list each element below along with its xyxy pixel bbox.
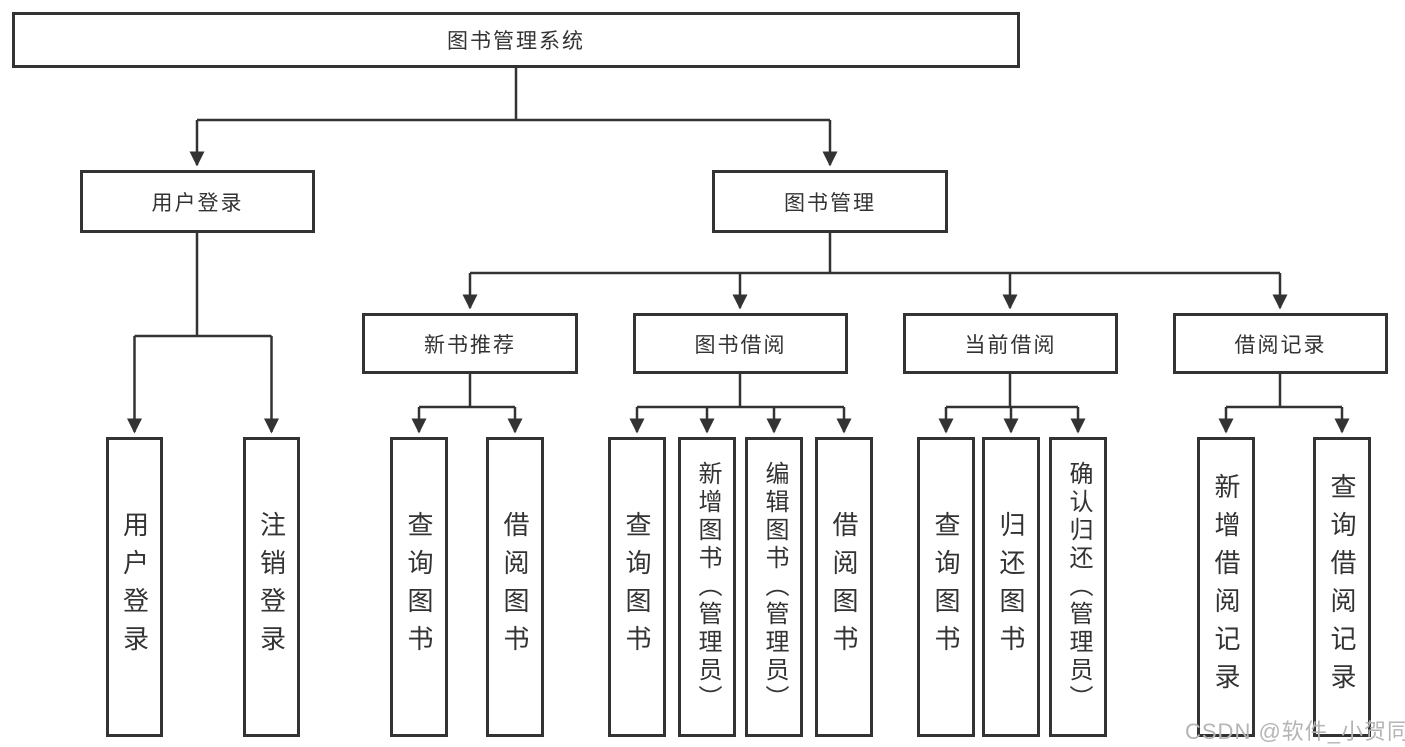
node-borrowing-records: 借阅记录 (1173, 313, 1388, 374)
leaf-logout: 注销登录 (243, 437, 300, 737)
leaf-label: 确认归还（管理员） (1065, 461, 1092, 713)
leaf-return-books: 归还图书 (982, 437, 1040, 737)
leaf-user-login: 用户登录 (106, 437, 163, 737)
leaf-label: 用户登录 (119, 511, 150, 663)
node-label: 图书借阅 (694, 333, 787, 357)
leaf-label: 新增借阅记录 (1211, 473, 1241, 701)
node-library-management-system: 图书管理系统 (12, 12, 1020, 68)
leaf-label: 注销登录 (256, 511, 287, 663)
leaf-query-books: 查询图书 (608, 437, 666, 737)
leaf-borrow-books: 借阅图书 (815, 437, 873, 737)
node-label: 用户登录 (151, 191, 244, 215)
node-book-borrowing: 图书借阅 (633, 313, 848, 374)
node-book-management: 图书管理 (712, 170, 948, 233)
leaf-label: 新增图书（管理员） (694, 461, 721, 713)
leaf-query-books: 查询图书 (390, 437, 448, 737)
leaf-label: 归还图书 (996, 511, 1026, 663)
node-label: 图书管理 (784, 191, 876, 215)
leaf-confirm-return-admin: 确认归还（管理员） (1049, 437, 1107, 737)
leaf-label: 查询图书 (931, 511, 961, 663)
leaf-label: 查询借阅记录 (1327, 473, 1357, 701)
leaf-label: 借阅图书 (500, 511, 530, 663)
leaf-edit-books-admin: 编辑图书（管理员） (745, 437, 803, 737)
node-label: 图书管理系统 (447, 30, 585, 53)
node-label: 借阅记录 (1234, 333, 1327, 357)
leaf-add-books-admin: 新增图书（管理员） (678, 437, 736, 737)
leaf-label: 编辑图书（管理员） (761, 461, 788, 713)
leaf-label: 查询图书 (404, 511, 434, 663)
node-new-book-recommend: 新书推荐 (362, 313, 578, 374)
leaf-add-borrow-record: 新增借阅记录 (1197, 437, 1255, 737)
node-label: 新书推荐 (424, 333, 516, 357)
leaf-label: 借阅图书 (829, 511, 859, 663)
node-current-borrowing: 当前借阅 (903, 313, 1118, 374)
leaf-label: 查询图书 (622, 511, 652, 663)
node-label: 当前借阅 (964, 333, 1057, 357)
leaf-borrow-books: 借阅图书 (486, 437, 544, 737)
leaf-query-books: 查询图书 (917, 437, 975, 737)
csdn-watermark: CSDN @软件_小贺同学 (1185, 719, 1405, 744)
node-user-login: 用户登录 (80, 170, 315, 233)
leaf-query-borrow-record: 查询借阅记录 (1313, 437, 1371, 737)
